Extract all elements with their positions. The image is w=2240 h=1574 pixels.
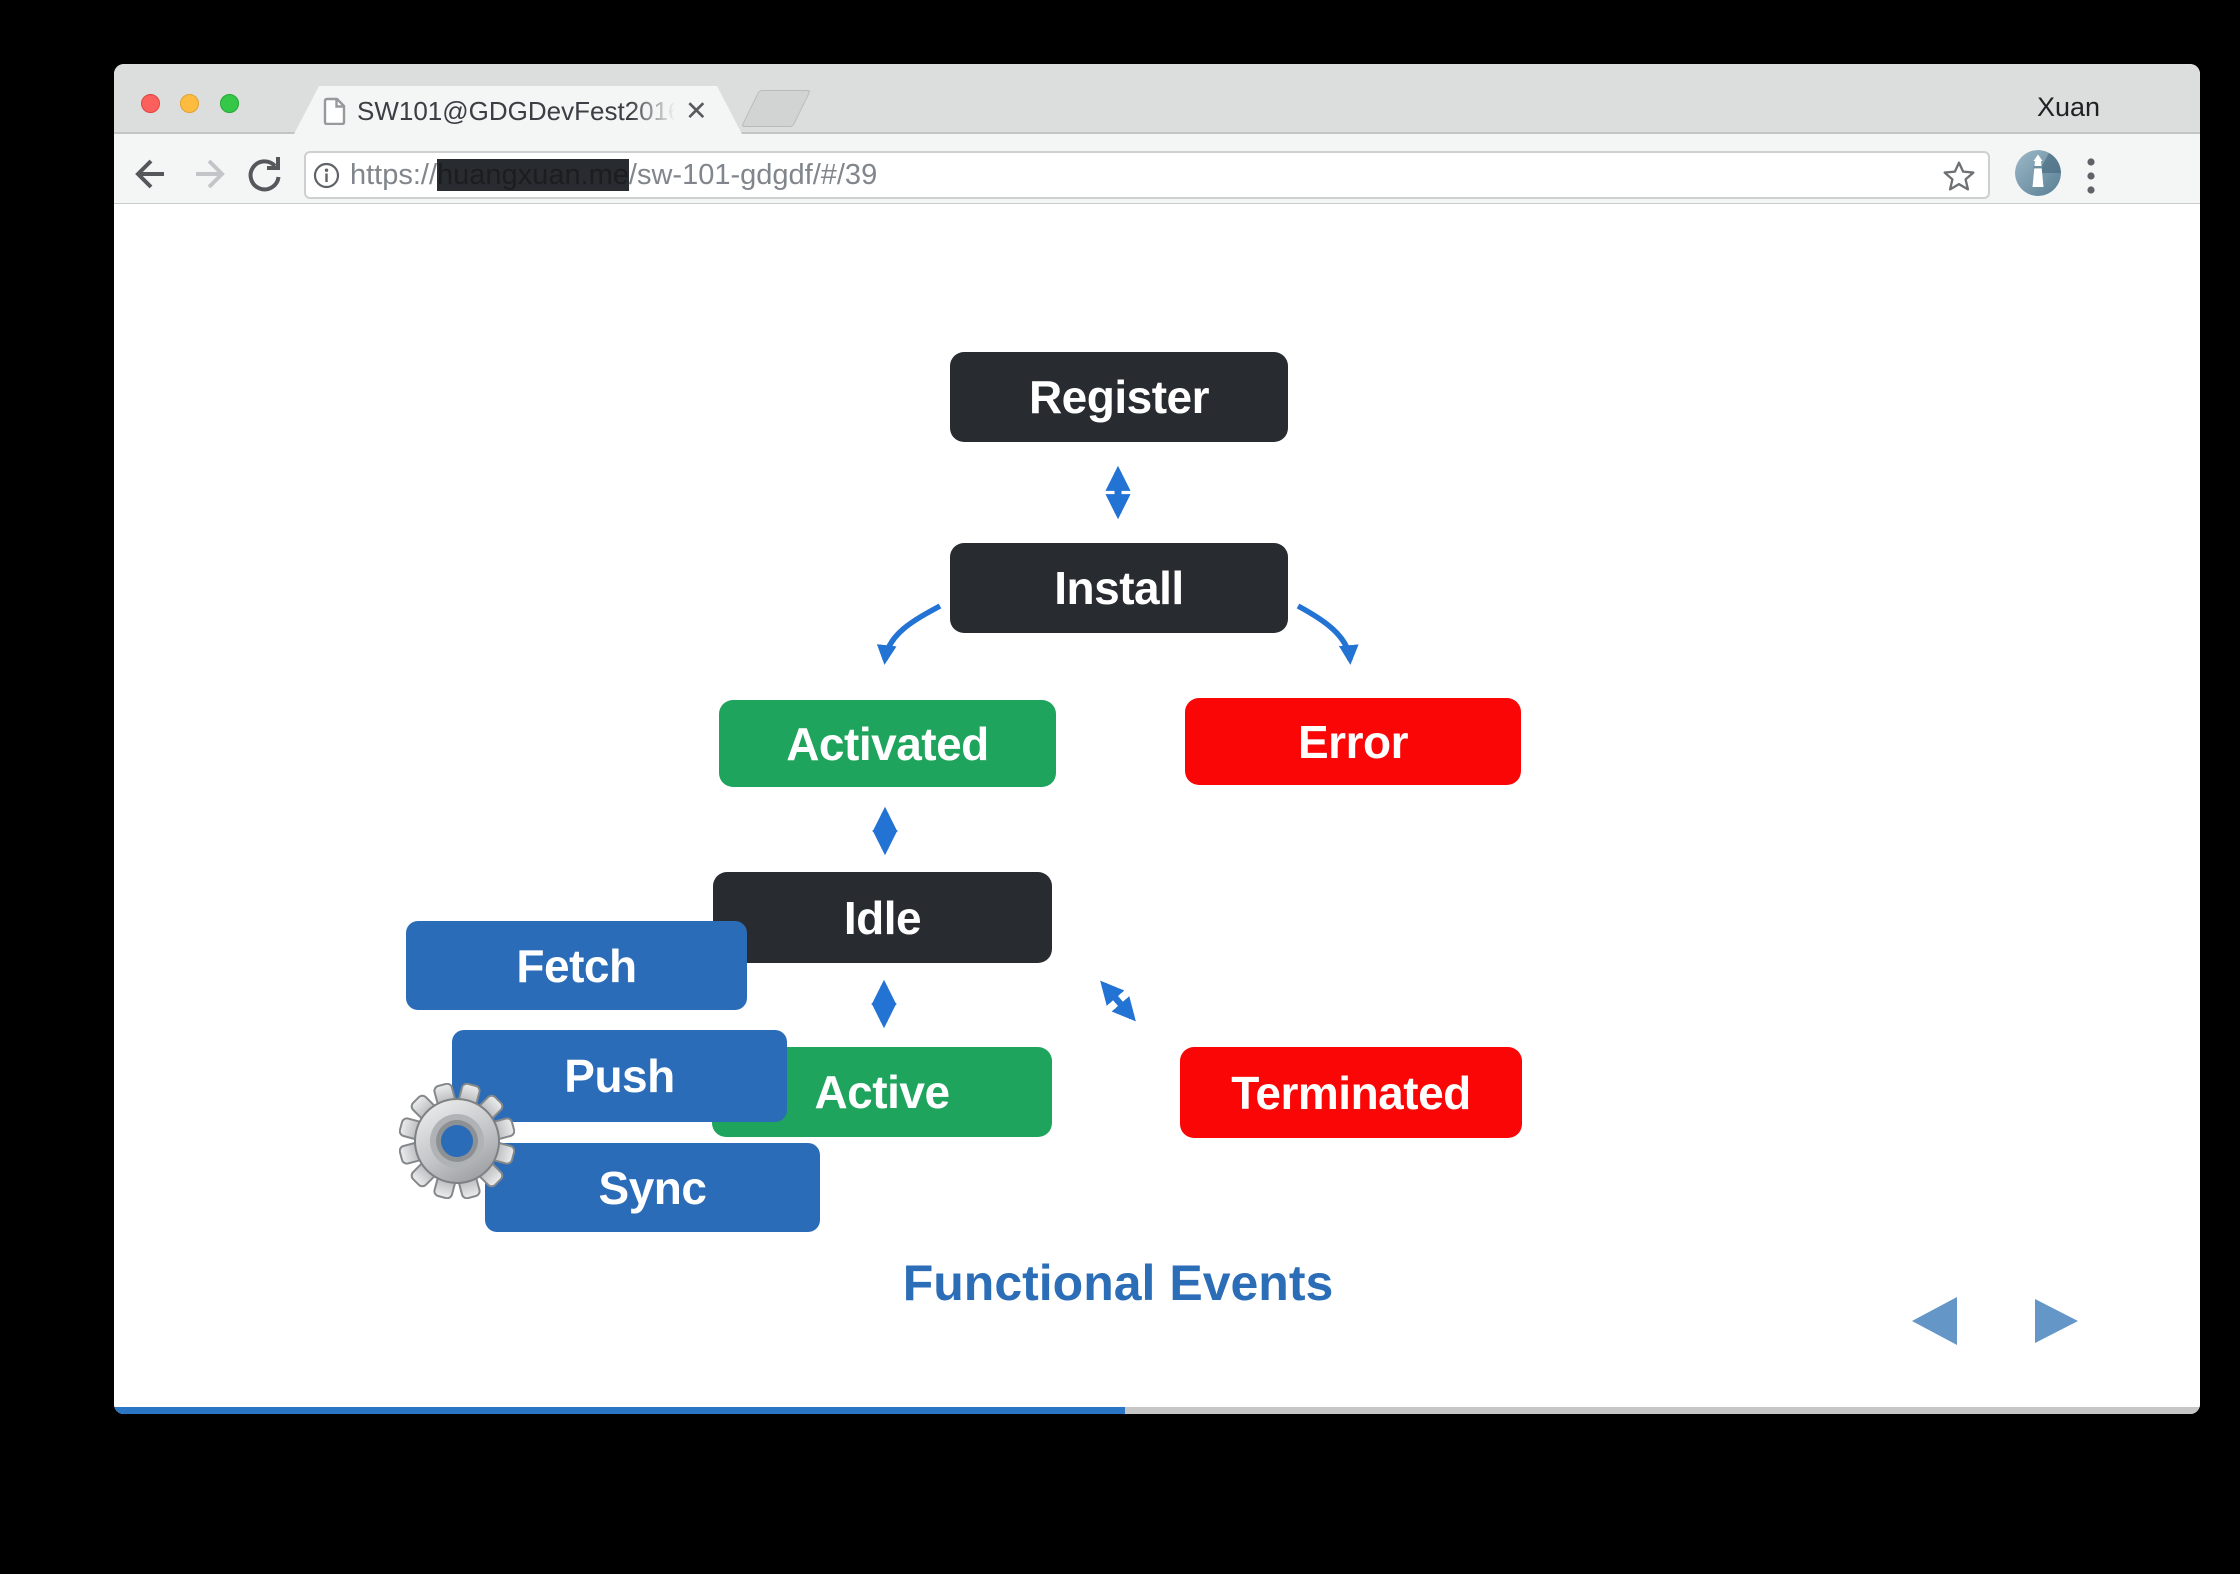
gear-icon: [399, 1083, 515, 1199]
page-info-icon[interactable]: [313, 162, 340, 189]
state-register: Register: [950, 352, 1288, 442]
profile-avatar-icon[interactable]: [2015, 150, 2061, 196]
event-push: Push: [452, 1030, 787, 1122]
tab-strip: SW101@GDGDevFest2016 - ( ✕ Xuan: [114, 64, 2200, 134]
state-install: Install: [950, 543, 1288, 633]
profile-name: Xuan: [2036, 92, 2100, 122]
browser-window: SW101@GDGDevFest2016 - ( ✕ Xuan: [114, 64, 2200, 1414]
active-tab[interactable]: SW101@GDGDevFest2016 - ( ✕: [293, 86, 743, 136]
event-fetch: Fetch: [406, 921, 747, 1010]
tab-title: SW101@GDGDevFest2016 - (: [357, 96, 675, 126]
bookmark-star-icon[interactable]: [1942, 159, 1976, 193]
slide-progress-track: [114, 1407, 2200, 1414]
zoom-window-button[interactable]: [220, 94, 239, 113]
next-slide-button[interactable]: [2035, 1299, 2078, 1343]
state-activated: Activated: [719, 700, 1056, 787]
arrow-install-error: [1296, 603, 1359, 665]
url-path: /sw-101-gdgdf/#/39: [628, 159, 878, 191]
state-terminated: Terminated: [1180, 1047, 1522, 1138]
event-sync: Sync: [485, 1143, 820, 1232]
document-icon: [323, 97, 347, 125]
state-idle: Idle: [713, 872, 1052, 963]
minimize-window-button[interactable]: [180, 94, 199, 113]
close-window-button[interactable]: [141, 94, 160, 113]
menu-icon[interactable]: [2081, 153, 2101, 199]
arrow-install-activated: [876, 603, 942, 665]
url-protocol: https://: [350, 159, 438, 191]
url-text: https://huangxuan.me/sw-101-gdgdf/#/39: [350, 153, 877, 197]
reload-icon[interactable]: [241, 152, 285, 196]
prev-slide-button[interactable]: [1912, 1297, 1957, 1345]
browser-toolbar: https://huangxuan.me/sw-101-gdgdf/#/39: [114, 134, 2200, 204]
url-domain: huangxuan.me: [437, 159, 629, 191]
back-icon[interactable]: [128, 152, 172, 196]
slide-content: Register Install Activated Error Idle Ac…: [114, 205, 2200, 1414]
slide-caption: Functional Events: [902, 1255, 1334, 1311]
tab-close-icon[interactable]: ✕: [685, 96, 708, 126]
url-bar[interactable]: https://huangxuan.me/sw-101-gdgdf/#/39: [304, 151, 1990, 199]
state-error: Error: [1185, 698, 1521, 785]
new-tab-button[interactable]: [740, 90, 812, 127]
forward-icon[interactable]: [188, 152, 232, 196]
arrow-idle-terminated: [1100, 980, 1136, 1022]
slide-progress-fill: [114, 1407, 1125, 1414]
